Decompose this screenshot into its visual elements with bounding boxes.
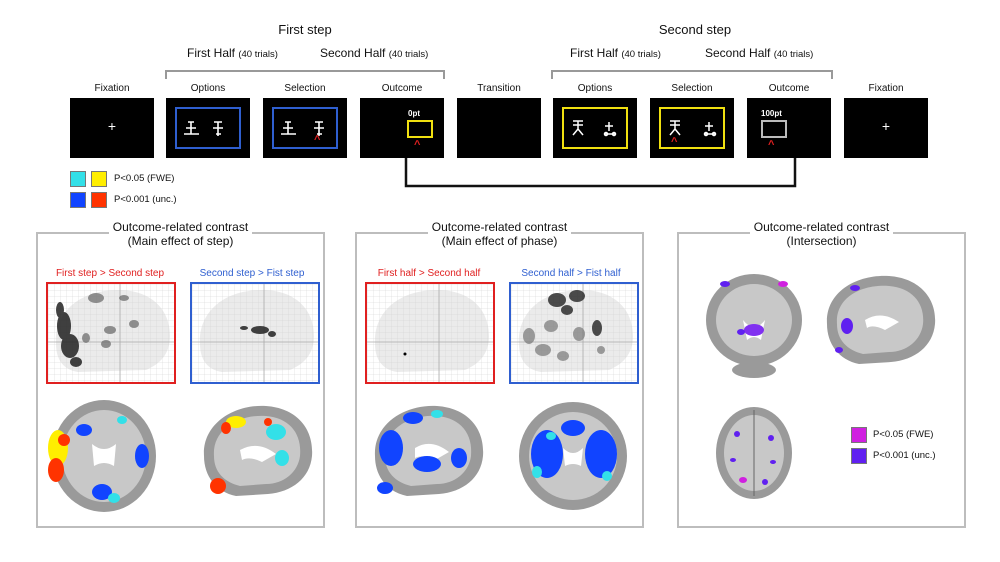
screen-label-options-1: Options — [190, 83, 226, 94]
contrast-label-second-gt-first: Second step > Fist step — [199, 268, 305, 279]
outcome-value: 100pt — [761, 109, 782, 118]
legend-fwe-label: P<0.05 (FWE) — [114, 173, 175, 184]
selection-frame-yellow — [659, 107, 725, 149]
outcome-marker: ^ — [768, 139, 775, 151]
screen-label-selection-2: Selection — [671, 83, 713, 94]
brain-coronal-slice — [706, 274, 802, 378]
screen-label-fixation-1: Fixation — [94, 83, 130, 94]
screen-label-outcome-1: Outcome — [381, 83, 423, 94]
glass-brain-sagittal — [192, 284, 318, 382]
glass-brain-sagittal — [511, 284, 637, 382]
brain-sagittal-slice — [374, 405, 484, 496]
fixation-cross: + — [107, 118, 117, 134]
panel-intersection: Outcome-related contrast(Intersection) P… — [677, 220, 966, 528]
options-frame-yellow — [562, 107, 628, 149]
outcome-value: 0pt — [408, 109, 420, 118]
panel-main-effect-step: Outcome-related contrast(Main effect of … — [36, 220, 325, 528]
screen-label-outcome-2: Outcome — [768, 83, 810, 94]
legend-unc-label: P<0.001 (unc.) — [114, 194, 177, 205]
screen-label-selection-1: Selection — [284, 83, 326, 94]
legend-unc-label: P<0.001 (unc.) — [873, 450, 936, 461]
panel-title: Outcome-related contrast(Main effect of … — [38, 220, 323, 248]
second-step-first-half: First Half (40 trials) — [570, 46, 661, 60]
timeline-brackets — [165, 70, 833, 188]
legend-purple-swatch — [851, 448, 867, 464]
stimulus-icons — [281, 121, 324, 136]
screen-outcome-2: 100pt ^ — [747, 98, 831, 158]
glass-brain-blue-frame — [509, 282, 639, 384]
screen-options-2 — [553, 98, 637, 158]
legend-magenta-swatch — [851, 427, 867, 443]
selection-frame-blue — [272, 107, 338, 149]
outcome-marker: ^ — [414, 139, 421, 151]
screen-transition — [457, 98, 541, 158]
brain-axial-slice — [716, 407, 792, 499]
legend-red-swatch — [91, 192, 107, 208]
panel-title: Outcome-related contrast(Main effect of … — [357, 220, 642, 248]
screen-selection-2: ^ — [650, 98, 734, 158]
fixation-cross: + — [881, 118, 891, 134]
stimulus-icons — [572, 120, 617, 137]
screen-selection-1: ^ — [263, 98, 347, 158]
glass-brain-blue-frame — [190, 282, 320, 384]
panel-title: Outcome-related contrast(Intersection) — [679, 220, 964, 248]
brain-sagittal-slice — [826, 275, 936, 364]
legend-cyan-swatch — [70, 171, 86, 187]
screen-options-1 — [166, 98, 250, 158]
brain-sagittal-slice — [203, 405, 313, 496]
outcome-frame-yellow — [407, 120, 433, 138]
contrast-label-first-gt-second: First step > Second step — [55, 268, 165, 279]
stimulus-icons — [669, 120, 717, 137]
screen-fixation-2: + — [844, 98, 928, 158]
first-step-bracket — [165, 70, 445, 79]
outcome-connector — [404, 158, 797, 188]
contrast-label-first-half-gt-second: First half > Second half — [377, 268, 481, 279]
screen-outcome-1: 0pt ^ — [360, 98, 444, 158]
selection-marker: ^ — [671, 136, 678, 148]
screen-label-options-2: Options — [577, 83, 613, 94]
contrast-label-second-half-gt-first: Second half > Fist half — [521, 268, 621, 279]
stimulus-icons — [184, 121, 223, 136]
brain-axial-slice — [48, 400, 156, 512]
second-step-bracket — [551, 70, 833, 79]
glass-brain-sagittal — [48, 284, 174, 382]
panel-main-effect-phase: Outcome-related contrast(Main effect of … — [355, 220, 644, 528]
second-step-title: Second step — [658, 22, 732, 37]
first-step-title: First step — [278, 22, 332, 37]
selection-marker: ^ — [314, 134, 321, 146]
screen-label-transition: Transition — [477, 83, 521, 94]
legend-yellow-swatch — [91, 171, 107, 187]
second-step-second-half: Second Half (40 trials) — [705, 46, 814, 60]
first-step-second-half: Second Half (40 trials) — [320, 46, 429, 60]
legend-blue-swatch — [70, 192, 86, 208]
options-frame-blue — [175, 107, 241, 149]
glass-brain-sagittal — [367, 284, 493, 382]
brain-axial-slice — [519, 402, 627, 510]
screen-fixation-1: + — [70, 98, 154, 158]
outcome-frame-white — [761, 120, 787, 138]
first-step-first-half: First Half (40 trials) — [187, 46, 278, 60]
glass-brain-red-frame — [365, 282, 495, 384]
screen-label-fixation-2: Fixation — [868, 83, 904, 94]
glass-brain-red-frame — [46, 282, 176, 384]
legend-fwe-label: P<0.05 (FWE) — [873, 429, 934, 440]
